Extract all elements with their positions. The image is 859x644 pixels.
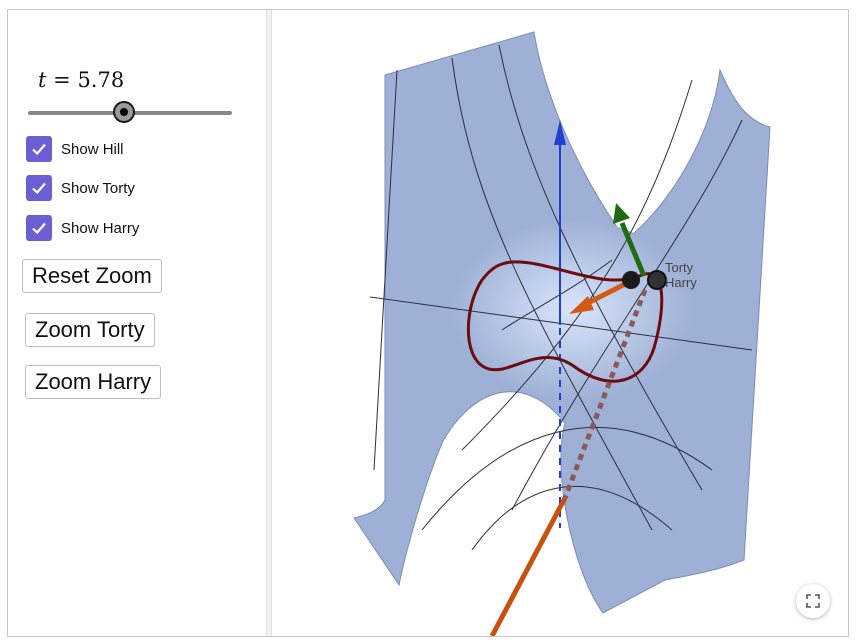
show-torty-label: Show Torty <box>61 179 135 197</box>
zoom-torty-button[interactable]: Zoom Torty <box>25 313 155 347</box>
show-harry-checkbox-row[interactable]: Show Harry <box>26 215 139 241</box>
torty-point[interactable] <box>622 271 640 289</box>
orange-long-vector <box>489 496 568 636</box>
checkmark-icon <box>32 222 46 235</box>
show-harry-label: Show Harry <box>61 219 140 237</box>
algebra-panel: t = 5.78 Show Hill Show Torty Show Harry… <box>8 10 266 636</box>
show-harry-checkbox[interactable] <box>26 215 52 241</box>
zoom-harry-button[interactable]: Zoom Harry <box>25 365 162 399</box>
green-arrowhead <box>613 203 630 224</box>
reset-zoom-button[interactable]: Reset Zoom <box>22 259 162 293</box>
geogebra-applet: t = 5.78 Show Hill Show Torty Show Harry… <box>7 9 849 637</box>
fullscreen-icon <box>806 594 820 608</box>
torty-label: Torty <box>665 260 694 275</box>
z-axis-arrowhead <box>554 120 566 145</box>
orange-velocity-vector <box>582 279 631 308</box>
checkmark-icon <box>32 182 46 195</box>
slider-label: t = 5.78 <box>38 68 125 92</box>
harry-label: Harry <box>665 275 697 290</box>
show-hill-checkbox[interactable] <box>26 136 52 162</box>
show-hill-checkbox-row[interactable]: Show Hill <box>26 136 124 162</box>
torty-sightline <box>562 289 648 499</box>
checkmark-icon <box>32 143 46 156</box>
surface-highlight <box>452 220 692 400</box>
green-normal-vector <box>619 222 647 277</box>
show-hill-label: Show Hill <box>61 140 124 158</box>
t-slider-handle[interactable] <box>112 101 135 123</box>
fullscreen-button[interactable] <box>796 584 830 618</box>
hyperboloid-scene[interactable]: Torty Harry <box>272 10 848 636</box>
graphics-3d-view[interactable]: Torty Harry <box>272 10 848 636</box>
harry-point[interactable] <box>647 270 667 290</box>
orange-arrowhead <box>569 296 594 314</box>
show-torty-checkbox[interactable] <box>26 175 52 201</box>
panel-divider[interactable] <box>266 10 272 636</box>
show-torty-checkbox-row[interactable]: Show Torty <box>26 175 135 201</box>
